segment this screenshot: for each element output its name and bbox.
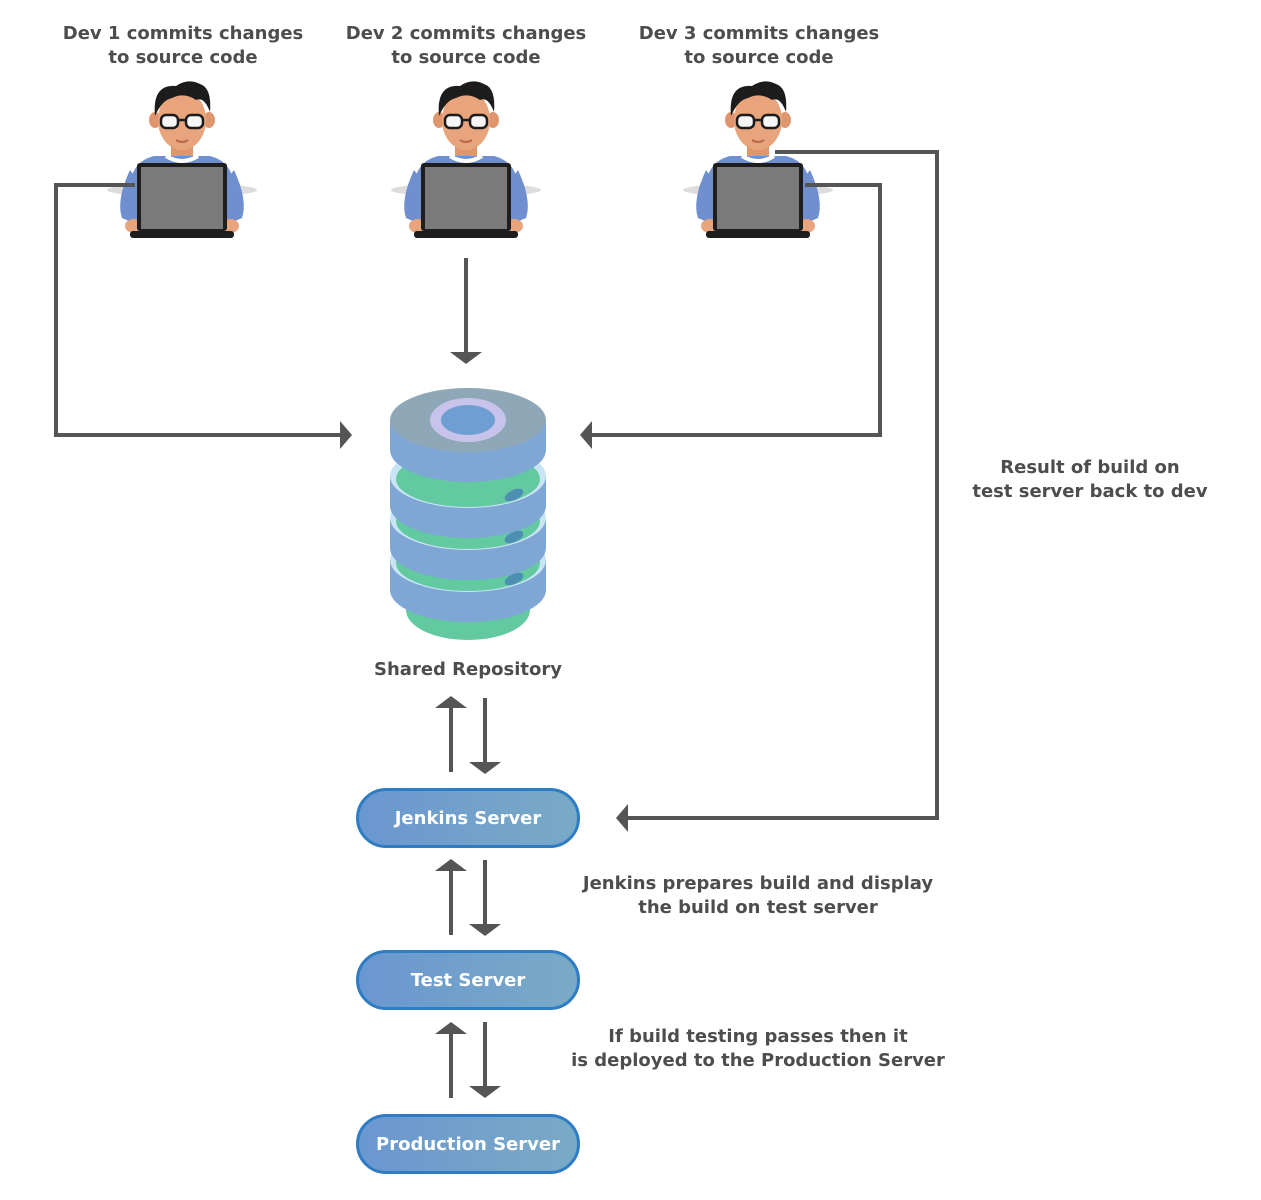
test-server-label: Test Server bbox=[410, 969, 526, 991]
developer-2-label-line1: Dev 2 commits changes bbox=[345, 23, 587, 44]
developer-1-label-line2: to source code bbox=[108, 47, 258, 68]
developer-1-label-line1: Dev 1 commits changes bbox=[62, 23, 304, 44]
jenkins-note-line1: Jenkins prepares build and display bbox=[582, 873, 934, 894]
arrow-up-icon bbox=[435, 696, 467, 708]
arrow-left-icon bbox=[580, 421, 592, 449]
arrow-down-icon bbox=[450, 352, 482, 364]
deploy-note: If build testing passes then it is deplo… bbox=[560, 1025, 956, 1073]
arrow-down-icon bbox=[469, 762, 501, 774]
database-icon bbox=[390, 388, 546, 640]
dev1-to-repo-line bbox=[54, 183, 340, 437]
developer-3-label-line1: Dev 3 commits changes bbox=[638, 23, 880, 44]
result-note-line2: test server back to dev bbox=[972, 481, 1208, 502]
developer-1-label: Dev 1 commits changes to source code bbox=[54, 22, 312, 70]
developer-2-label-line2: to source code bbox=[391, 47, 541, 68]
arrow-up-icon bbox=[435, 859, 467, 871]
production-server-label: Production Server bbox=[376, 1133, 560, 1155]
jenkins-note: Jenkins prepares build and display the b… bbox=[572, 872, 944, 920]
result-note: Result of build on test server back to d… bbox=[962, 456, 1218, 504]
developer-2-icon bbox=[389, 79, 543, 240]
developer-1-icon bbox=[105, 79, 259, 240]
result-feedback-line bbox=[628, 150, 939, 820]
production-server-node: Production Server bbox=[356, 1114, 580, 1174]
developer-3-label: Dev 3 commits changes to source code bbox=[630, 22, 888, 70]
test-server-node: Test Server bbox=[356, 950, 580, 1010]
developer-2-label: Dev 2 commits changes to source code bbox=[337, 22, 595, 70]
deploy-note-line1: If build testing passes then it bbox=[608, 1026, 908, 1047]
developer-3-icon bbox=[681, 79, 835, 240]
dev3-to-repo-line bbox=[592, 183, 882, 437]
jenkins-note-line2: the build on test server bbox=[638, 897, 878, 918]
deploy-note-line2: is deployed to the Production Server bbox=[571, 1050, 945, 1071]
arrow-right-icon bbox=[340, 421, 352, 449]
developer-3-label-line2: to source code bbox=[684, 47, 834, 68]
arrow-down-icon bbox=[469, 1086, 501, 1098]
arrow-down-icon bbox=[469, 924, 501, 936]
repository-label-text: Shared Repository bbox=[374, 659, 562, 680]
arrow-left-icon bbox=[616, 804, 628, 832]
repository-label: Shared Repository bbox=[338, 658, 598, 682]
jenkins-server-node: Jenkins Server bbox=[356, 788, 580, 848]
result-note-line1: Result of build on bbox=[1000, 457, 1180, 478]
arrow-up-icon bbox=[435, 1022, 467, 1034]
jenkins-server-label: Jenkins Server bbox=[394, 807, 542, 829]
